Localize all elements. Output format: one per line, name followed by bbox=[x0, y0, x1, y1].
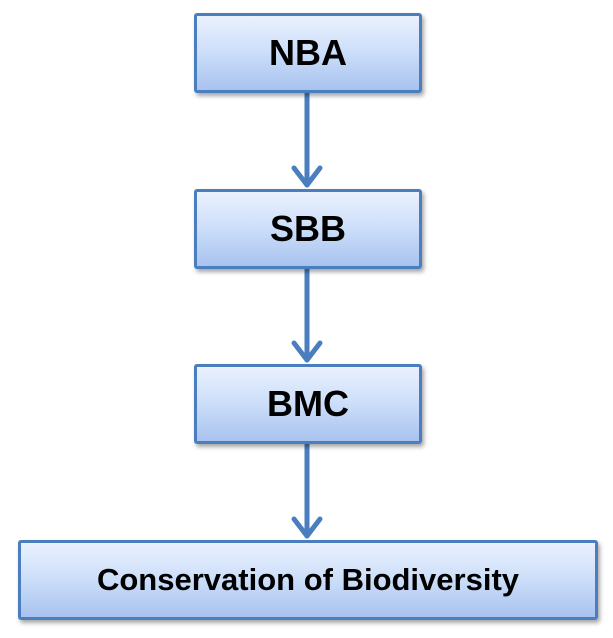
node-sbb: SBB bbox=[194, 189, 422, 269]
node-label: NBA bbox=[269, 32, 347, 73]
node-label: BMC bbox=[267, 383, 349, 424]
node-label: Conservation of Biodiversity bbox=[96, 562, 520, 597]
node-bmc: BMC bbox=[194, 364, 422, 444]
node-label: SBB bbox=[269, 208, 346, 249]
arrow-sbb-to-bmc bbox=[291, 266, 323, 363]
node-nba: NBA bbox=[194, 13, 422, 93]
arrow-nba-to-sbb bbox=[291, 90, 323, 188]
arrow-bmc-to-conservation bbox=[291, 441, 323, 539]
node-conservation-of-biodiversity: Conservation of Biodiversity bbox=[18, 540, 598, 620]
